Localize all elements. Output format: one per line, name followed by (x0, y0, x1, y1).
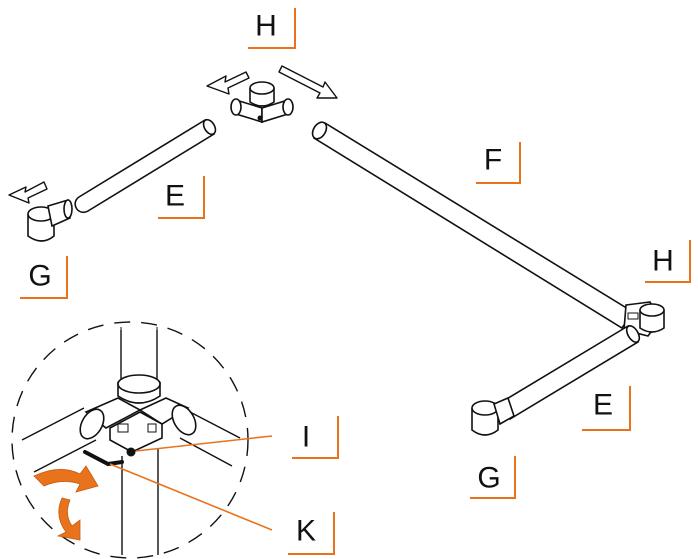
label-h-right: H (645, 240, 691, 283)
detail-view-circle (11, 321, 249, 559)
svg-text:I: I (302, 421, 310, 454)
foot-cap-g-right (471, 396, 515, 436)
svg-text:H: H (652, 245, 674, 278)
label-i: I (292, 416, 339, 459)
label-f: F (476, 142, 521, 184)
tube-e-right (498, 324, 641, 421)
detail-corner-connector (21, 327, 241, 555)
svg-text:G: G (28, 260, 51, 293)
svg-text:G: G (477, 462, 500, 495)
svg-text:K: K (296, 515, 316, 548)
corner-connector-top (230, 81, 294, 124)
svg-text:E: E (593, 389, 613, 422)
label-e-right: E (582, 386, 631, 431)
tube-e-left (74, 118, 217, 214)
push-arrow-right-icon (278, 65, 338, 99)
label-h-top: H (248, 8, 296, 49)
tube-f (311, 121, 635, 330)
svg-text:E: E (165, 180, 185, 213)
svg-text:F: F (484, 144, 502, 177)
label-e-left: E (158, 176, 205, 219)
leader-k (109, 463, 273, 531)
svg-text:H: H (255, 10, 277, 43)
rotate-arrow-icon (33, 465, 99, 541)
label-g-left: G (20, 256, 68, 299)
push-arrow-foot-icon (8, 181, 48, 204)
leader-i (135, 435, 273, 452)
label-k: K (288, 512, 335, 555)
foot-cap-g-left (27, 198, 73, 242)
label-g-right: G (470, 456, 516, 499)
hex-key-icon (83, 450, 124, 467)
push-arrow-left-icon (206, 71, 250, 95)
